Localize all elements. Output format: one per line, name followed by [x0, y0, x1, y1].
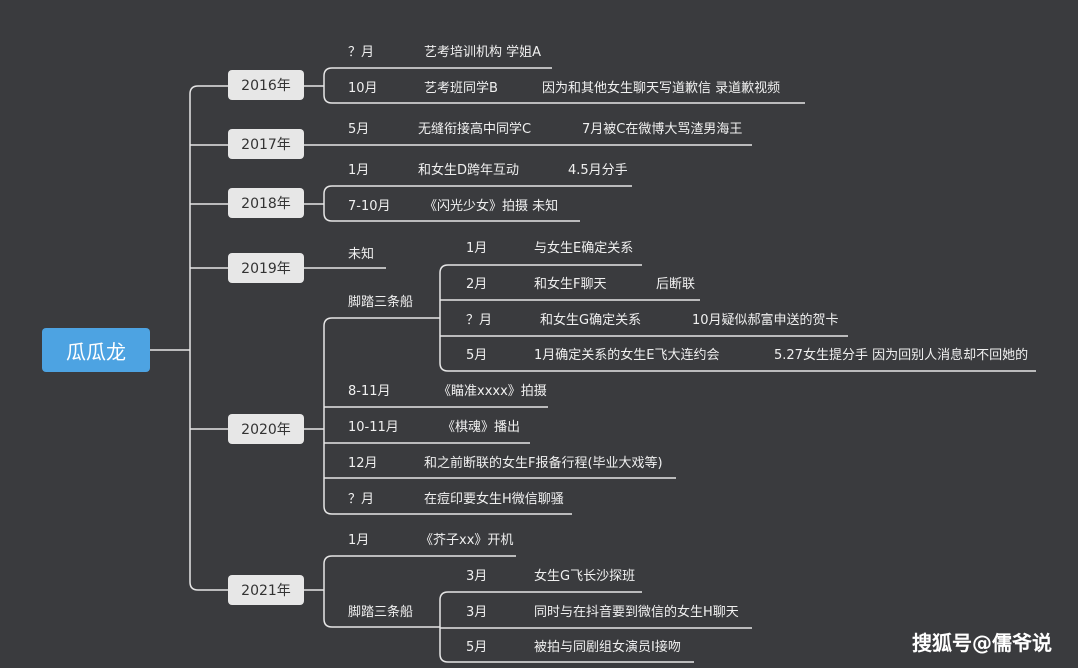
node-date: ？月 — [348, 45, 375, 60]
year-node-2019: 2019年 — [228, 253, 304, 283]
year-node-2021: 2021年 — [228, 575, 304, 605]
node-date: 7-10月 — [348, 199, 391, 214]
watermark: 搜狐号@儒爷说 — [912, 631, 1052, 655]
node-text: 脚踏三条船 — [348, 295, 414, 310]
node-date: 10-11月 — [348, 420, 399, 435]
node-text: 被拍与同剧组女演员I接吻 — [534, 640, 681, 655]
year-node-2018: 2018年 — [228, 188, 304, 218]
node-text: 4.5月分手 — [568, 163, 628, 178]
node-text: 同时与在抖音要到微信的女生H聊天 — [534, 605, 739, 620]
node-date: 1月 — [348, 533, 370, 548]
root-node: 瓜瓜龙 — [42, 328, 150, 372]
node-text: 和之前断联的女生F报备行程(毕业大戏等) — [424, 456, 663, 471]
node-date: 5月 — [466, 348, 488, 363]
node-text: 7月被C在微博大骂渣男海王 — [582, 122, 743, 137]
year-node-2020: 2020年 — [228, 414, 304, 444]
node-date: 5月 — [466, 640, 488, 655]
node-date: 1月 — [466, 241, 488, 256]
node-date: ？月 — [348, 492, 375, 507]
node-text: 在痘印要女生H微信聊骚 — [424, 492, 564, 507]
node-text: 和女生D跨年互动 — [418, 163, 520, 178]
node-date: ？月 — [466, 313, 493, 328]
node-text: 未知 — [348, 247, 375, 262]
node-text: 因为和其他女生聊天写道歉信 录道歉视频 — [542, 81, 781, 96]
node-text: 《芥子xx》开机 — [420, 533, 514, 548]
node-text: 艺考培训机构 学姐A — [424, 45, 542, 60]
node-text: 《闪光少女》拍摄 未知 — [424, 199, 559, 214]
node-date: 10月 — [348, 81, 378, 96]
node-text: 艺考班同学B — [424, 81, 498, 96]
node-text: 后断联 — [656, 277, 696, 292]
node-text: 10月疑似郝富申送的贺卡 — [692, 313, 839, 328]
node-text: 1月确定关系的女生E飞大连约会 — [534, 348, 720, 363]
node-date: 3月 — [466, 605, 488, 620]
node-text: 脚踏三条船 — [348, 605, 414, 620]
node-text: 5.27女生提分手 因为回别人消息却不回她的 — [774, 348, 1029, 363]
node-date: 2月 — [466, 277, 488, 292]
node-date: 1月 — [348, 163, 370, 178]
node-text: 与女生E确定关系 — [534, 241, 634, 256]
node-text: 《瞄准xxxx》拍摄 — [438, 384, 547, 399]
year-node-2016: 2016年 — [228, 70, 304, 100]
node-text: 和女生F聊天 — [534, 277, 607, 292]
node-text: 和女生G确定关系 — [540, 313, 642, 328]
node-date: 8-11月 — [348, 384, 391, 399]
node-text: 女生G飞长沙探班 — [534, 569, 636, 584]
node-text: 《棋魂》播出 — [442, 420, 521, 435]
year-node-2017: 2017年 — [228, 129, 304, 159]
node-date: 12月 — [348, 456, 378, 471]
node-date: 5月 — [348, 122, 370, 137]
node-date: 3月 — [466, 569, 488, 584]
node-text: 无缝衔接高中同学C — [418, 122, 532, 137]
